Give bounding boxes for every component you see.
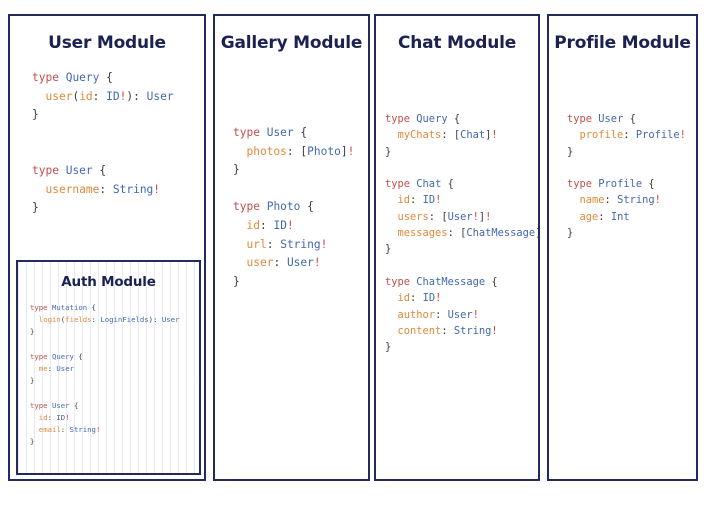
auth-module-title: Auth Module (61, 274, 156, 290)
panel-gallery-module[interactable]: Gallery Module type User { photos: [Phot… (213, 14, 370, 481)
gallery-module-code: type User { photos: [Photo]! } type Phot… (233, 126, 355, 288)
user-module-code: type Query { user(id: ID!): User } type … (32, 71, 174, 215)
chat-module-code: type Query { myChats: [Chat]! } type Cha… (385, 113, 538, 354)
panel-profile-module[interactable]: Profile Module type User { profile: Prof… (547, 14, 698, 481)
auth-module-code: type Mutation { login(fields: LoginField… (30, 303, 180, 447)
chat-module-title: Chat Module (397, 33, 517, 53)
profile-module-title: Profile Module (554, 33, 691, 53)
profile-module-code: type User { profile: Profile! } type Pro… (567, 113, 686, 240)
panel-user-module[interactable]: User Module type Query { user(id: ID!): … (8, 14, 206, 481)
panel-chat-module[interactable]: Chat Module type Query { myChats: [Chat]… (374, 14, 540, 481)
gallery-module-title: Gallery Module (220, 33, 363, 53)
panel-auth-module[interactable]: Auth Module type Mutation { login(fields… (16, 260, 201, 475)
user-module-title: User Module (48, 33, 166, 53)
